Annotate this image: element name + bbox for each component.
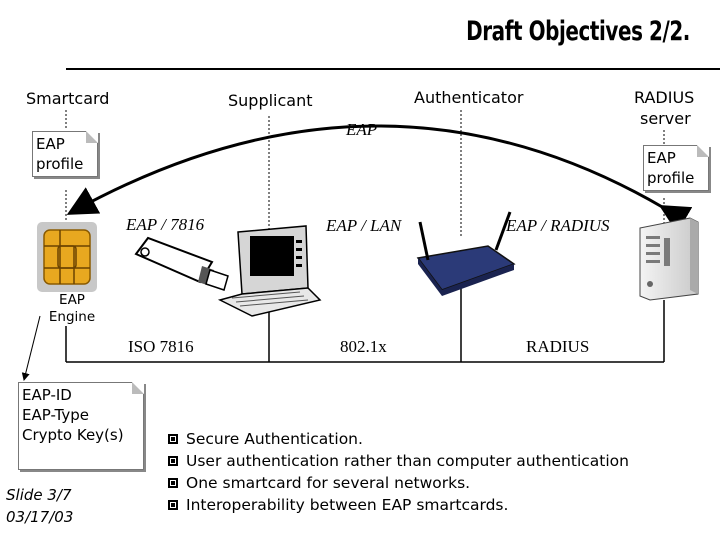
smartcard-label: Smartcard: [26, 89, 110, 108]
eap-engine-label: EAP Engine: [48, 292, 96, 325]
list-item: Interoperability between EAP smartcards.: [168, 494, 629, 516]
authenticator-label: Authenticator: [414, 88, 524, 107]
checkbox-bullet-icon: [168, 456, 178, 466]
smartcard-chip-icon: [37, 222, 97, 292]
slide-title: Draft Objectives 2/2.: [466, 16, 690, 47]
checkbox-bullet-icon: [168, 478, 178, 488]
list-item: Secure Authentication.: [168, 428, 629, 450]
laptop-icon: [217, 225, 322, 317]
eap-end-to-end-arrow: [66, 124, 693, 234]
card-reader-icon: [134, 236, 229, 291]
list-item: One smartcard for several networks.: [168, 472, 629, 494]
list-item: User authentication rather than computer…: [168, 450, 629, 472]
radius-server-icon: [639, 217, 699, 301]
radius-server-label-line2: server: [640, 109, 691, 128]
802-1x-label: 802.1x: [340, 337, 387, 356]
checkbox-bullet-icon: [168, 434, 178, 444]
eap-id-note: EAP-ID EAP-Type Crypto Key(s): [18, 382, 144, 470]
title-divider: [66, 68, 720, 70]
slide-number: Slide 3/7: [6, 486, 72, 504]
radius-server-label-line1: RADIUS: [634, 88, 695, 107]
radius-protocol-label: RADIUS: [526, 337, 590, 356]
iso-7816-label: ISO 7816: [128, 337, 194, 356]
eap-radius-label: EAP / RADIUS: [506, 216, 610, 235]
eap-profile-note-left: EAP profile: [32, 131, 98, 177]
eap-profile-note-right: EAP profile: [643, 145, 709, 191]
smartcard-pointer-arrow: [21, 315, 41, 381]
slide-footer: Slide 3/7 03/17/03: [6, 484, 73, 528]
objectives-list: Secure Authentication. User authenticati…: [168, 428, 629, 516]
slide-date: 03/17/03: [6, 508, 74, 526]
eap-arc-label: EAP: [346, 120, 378, 139]
eap-lan-label: EAP / LAN: [326, 216, 402, 235]
supplicant-label: Supplicant: [228, 91, 313, 110]
access-point-icon: [416, 211, 516, 296]
eap-7816-label: EAP / 7816: [126, 215, 205, 234]
checkbox-bullet-icon: [168, 500, 178, 510]
